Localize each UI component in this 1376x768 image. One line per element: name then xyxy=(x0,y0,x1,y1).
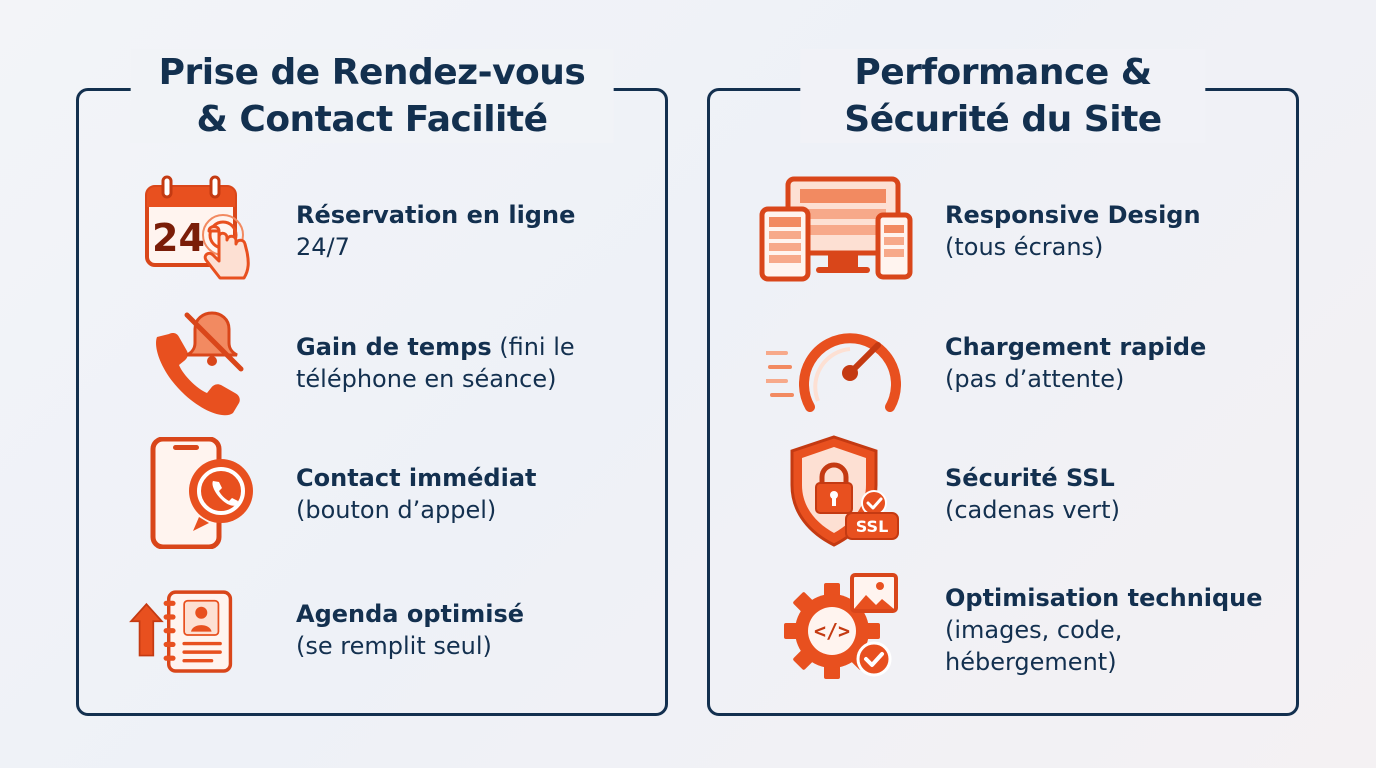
smartphone-call-icon xyxy=(143,436,263,550)
feature-text: Chargement rapide (pas d’attente) xyxy=(945,331,1206,395)
feature-desc: (images, code, xyxy=(945,616,1123,644)
svg-text:</>: </> xyxy=(814,619,850,643)
feature-desc: 24/7 xyxy=(296,233,350,261)
feature-title: Agenda optimisé xyxy=(296,600,525,628)
phone-bell-muted-icon xyxy=(137,307,257,419)
feature-desc: (cadenas vert) xyxy=(945,496,1120,524)
feature-title: Contact immédiat xyxy=(296,464,537,492)
feature-text: Sécurité SSL (cadenas vert) xyxy=(945,462,1120,526)
shield-lock-ssl-icon: SSL xyxy=(784,433,904,549)
feature-text: Réservation en ligne 24/7 xyxy=(296,199,575,263)
feature-desc-line2: hébergement) xyxy=(945,648,1117,676)
feature-desc-inline: (fini le xyxy=(491,333,575,361)
feature-desc: téléphone en séance) xyxy=(296,365,557,393)
speedometer-icon xyxy=(764,315,902,427)
devices-icon xyxy=(758,173,914,285)
panel-title-line1: Prise de Rendez-vous xyxy=(158,52,586,93)
ssl-badge: SSL xyxy=(856,517,889,536)
panel-performance-security: Performance & Sécurité du Site xyxy=(707,49,1299,716)
panel-title-line2: & Contact Facilité xyxy=(196,99,548,140)
feature-desc: (bouton d’appel) xyxy=(296,496,497,524)
feature-desc: (tous écrans) xyxy=(945,233,1104,261)
feature-title: Responsive Design xyxy=(945,201,1201,229)
feature-text: Contact immédiat (bouton d’appel) xyxy=(296,462,537,526)
feature-title: Gain de temps xyxy=(296,333,492,361)
feature-text: Optimisation technique (images, code, hé… xyxy=(945,582,1263,678)
feature-title: Réservation en ligne xyxy=(296,201,576,229)
feature-title: Optimisation technique xyxy=(945,584,1263,612)
panel-title: Performance & Sécurité du Site xyxy=(800,49,1206,143)
agenda-arrow-up-icon xyxy=(119,579,239,691)
svg-text:24: 24 xyxy=(152,216,205,260)
panel-title: Prise de Rendez-vous & Contact Facilité xyxy=(130,49,614,143)
calendar-tap-icon: 24 xyxy=(137,173,257,285)
panel-title-line2: Sécurité du Site xyxy=(844,99,1162,140)
feature-title: Chargement rapide xyxy=(945,333,1207,361)
feature-text: Responsive Design (tous écrans) xyxy=(945,199,1201,263)
feature-text: Gain de temps (fini le téléphone en séan… xyxy=(296,331,575,395)
gear-code-icon: </> xyxy=(782,571,906,683)
feature-title: Sécurité SSL xyxy=(945,464,1115,492)
panel-appointments: Prise de Rendez-vous & Contact Facilité … xyxy=(76,49,668,716)
panel-title-line1: Performance & xyxy=(854,52,1152,93)
feature-desc: (se remplit seul) xyxy=(296,632,492,660)
feature-text: Agenda optimisé (se remplit seul) xyxy=(296,598,524,662)
feature-desc: (pas d’attente) xyxy=(945,365,1125,393)
